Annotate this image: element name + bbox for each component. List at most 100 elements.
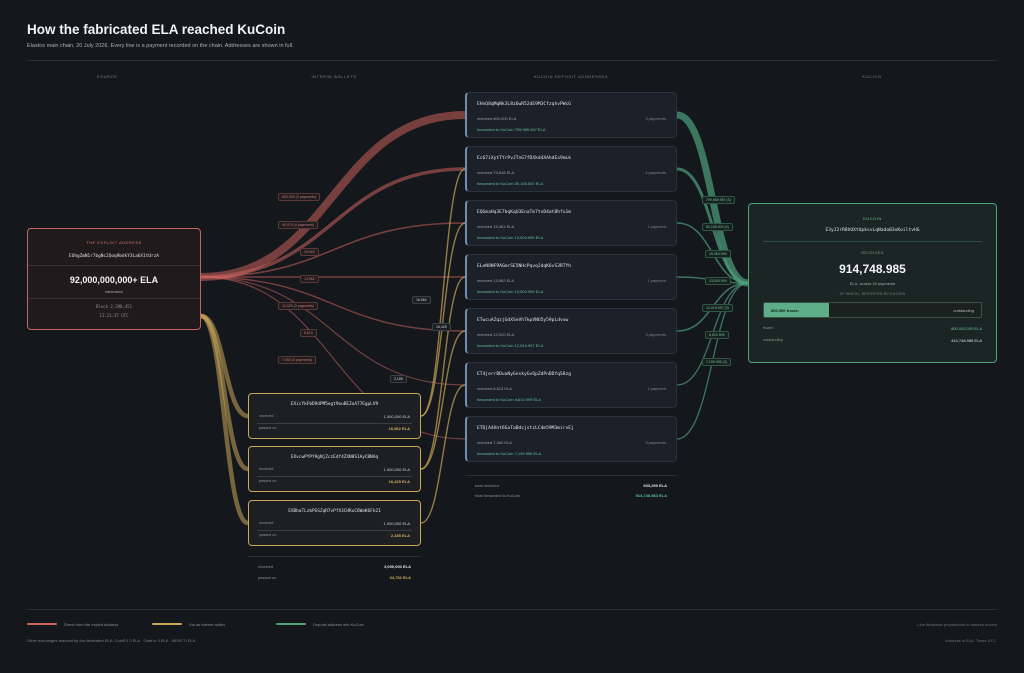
wallet-address: EXvcwPYPY9gNjZczEdf4ZXN8S1AyCBNAq (290, 455, 379, 460)
flow-label: 16,425 (432, 323, 451, 331)
frozen-label: 800,000 frozen (771, 308, 799, 313)
wallet-passed: 16,562 ELA (388, 426, 410, 431)
deposit-forwarded: forwarded to KuCoin 13,000.999 ELA (477, 289, 544, 294)
interim-wallet-card[interactable]: EXBbaTLzbPGSZqR7vPfX3CHRuC6WaK6Fh21 rece… (248, 500, 421, 546)
wallet-passed-label: passed on (259, 533, 277, 537)
wallet-received: 1,000,000 ELA (383, 467, 410, 472)
column-header-deposit: KUCOIN DEPOSIT ADDRESSES (533, 74, 609, 79)
deposit-card[interactable]: ETwcuAZqzjGdXSeVhTkpVNU5y59pLdvuw receiv… (465, 308, 677, 354)
deposit-total-forwarded-label: total forwarded to KuCoin (475, 493, 521, 498)
deposit-card[interactable]: ETDjA4Hnt6GaTaBdcjstzLC4m59M3mirvEj rece… (465, 416, 677, 462)
deposit-forwarded: forwarded to KuCoin 8,610.999 ELA (477, 397, 542, 402)
wallet-passed: 16,425 ELA (388, 479, 410, 484)
exploit-time: 11:21:37 UTC (99, 313, 129, 318)
wallet-total-passed-label: passed on (258, 575, 277, 580)
wallet-passed-label: passed on (259, 426, 277, 430)
deposit-payments: 1 payment (647, 224, 666, 229)
exploit-address-card[interactable]: THE EXPLOIT ADDRESS EUhgZmN1r7bgNc2Qoq9b… (27, 228, 201, 330)
deposit-address: ELeN8NF9AGmrSE5NHcPqvqJdqK6vS3RTYh (477, 264, 572, 269)
footer-units: Amounts in ELA. Times UTC. (944, 638, 997, 643)
wallet-received: 1,000,000 ELA (383, 521, 410, 526)
wallet-total-received-label: received (258, 564, 274, 569)
deposit-card[interactable]: EQGmaHq3E7bqKqU3EnaTm7tsD4atBhfu1m recei… (465, 200, 677, 246)
flow-wallet-to-deposit (420, 222, 466, 417)
kucoin-amount: 914,748.985 (839, 262, 906, 276)
interim-wallet-card[interactable]: EXicYkFbD9dPM5egt9ouBEZoA77EgpLV9 receiv… (248, 393, 421, 439)
kucoin-received-label: RECEIVED (861, 251, 884, 255)
flow-label: 80,165.000 (4) (702, 223, 733, 231)
wallet-received: 1,000,000 ELA (383, 414, 410, 419)
deposit-received: received 12,020 ELA (477, 332, 515, 337)
flow-wallet-to-deposit (420, 168, 466, 417)
footer-other-exchanges: Other exchanges reached by the fabricate… (27, 638, 196, 643)
column-header-interim: INTERIM WALLETS (311, 74, 357, 79)
deposit-received: received 7,060 ELA (477, 440, 512, 445)
column-header-kucoin: KUCOIN (862, 74, 882, 79)
wallet-address: EXicYkFbD9dPM5egt9ouBEZoA77EgpLV9 (290, 402, 379, 407)
wallet-address: EXBbaTLzbPGSZqR7vPfX3CHRuC6WaK6Fh21 (288, 509, 381, 514)
deposit-card[interactable]: EHnQ8qMqNk3L8z6wR52dE9M3CfzqhvPWcG recei… (465, 92, 677, 138)
wallet-received-label: received (259, 414, 274, 418)
deposit-forwarded: forwarded to KuCoin 799,989.987 ELA (477, 127, 546, 132)
deposit-forwarded: forwarded to KuCoin 12,019.997 ELA (477, 343, 544, 348)
flow-wallet-to-deposit (420, 384, 466, 524)
flow-exploit-to-deposit (200, 276, 466, 332)
wallet-total-received: 3,000,000 ELA (384, 564, 411, 569)
column-header-source: SOURCE (96, 74, 118, 79)
flow-exploit-to-wallet (198, 313, 251, 526)
deposit-total-forwarded: 914,748.983 ELA (635, 493, 667, 498)
wallet-passed: 2,185 ELA (390, 533, 410, 538)
wallet-passed-label: passed on (259, 479, 277, 483)
flow-exploit-to-deposit (200, 276, 466, 386)
deposit-address: ETwcuAZqzjGdXSeVhTkpVNU5y59pLdvuw (477, 318, 569, 323)
flow-label: 8,610.999 (705, 331, 729, 339)
kucoin-address: E3yJ2rR8hUXtUpksvLqNadoB3xKoiltvHG (825, 228, 920, 233)
flow-label: 16,562 (412, 296, 431, 304)
kucoin-row-value: 800,000,000 ELA (951, 326, 982, 331)
wallet-totals-divider (248, 556, 421, 557)
deposit-total-received-label: total received (475, 483, 499, 488)
kucoin-card[interactable]: KUCOIN E3yJ2rR8hUXtUpksvLqNadoB3xKoiltvH… (748, 203, 997, 363)
kucoin-row-label: frozen (763, 326, 774, 330)
wallet-divider (257, 476, 412, 477)
flow-wallet-to-deposit (420, 276, 466, 470)
deposit-payments: 3 payments (645, 332, 666, 337)
flow-label: 7,060 (3 payments) (278, 356, 317, 364)
flow-label: 800,000 (3 payments) (278, 193, 321, 201)
flow-exploit-to-deposit (200, 222, 466, 278)
flow-label: 12,019.997 (3) (702, 304, 733, 312)
legend-red-label: Direct from the exploit address (64, 622, 119, 627)
flow-label: 799,989.987 (3) (702, 196, 735, 204)
exploit-divider (28, 265, 200, 266)
kucoin-row-label: outstanding (763, 338, 783, 342)
deposit-received: received 15,963 ELA (477, 224, 515, 229)
outstanding-label: outstanding (953, 308, 974, 313)
deposit-payments: 1 payment (647, 278, 666, 283)
deposit-address: EHnQ8qMqNk3L8z6wR52dE9M3CfzqhvPWcG (477, 102, 572, 107)
flow-exploit-to-deposit (197, 111, 469, 281)
deposit-address: ETDjA4Hnt6GaTaBdcjstzLC4m59M3mirvEj (477, 426, 574, 431)
flow-label: 13,000.999 (705, 277, 731, 285)
flow-label: 15,963 (300, 248, 319, 256)
deposit-card[interactable]: ET4jerrBDuaNyGeskyGvQpZdPnDDYqS8zg recei… (465, 362, 677, 408)
deposit-address: Ec67iXytTYrPvJTnG7fDXkd4XAhdEx9mLk (477, 156, 572, 161)
legend-gold-label: Via an interim wallet (189, 622, 225, 627)
deposit-payments: 3 payments (645, 116, 666, 121)
exploit-block: Block 2,398,451 (95, 304, 133, 309)
flow-label: 10,020 (3 payments) (278, 302, 319, 310)
legend-swatch-gold (152, 623, 182, 625)
deposit-card[interactable]: ELeN8NF9AGmrSE5NHcPqvqJdqK6vS3RTYh recei… (465, 254, 677, 300)
deposit-forwarded: forwarded to KuCoin 7,199.996 ELA (477, 451, 542, 456)
deposit-received: received 13,962 ELA (477, 278, 515, 283)
deposit-payments: 3 payments (645, 440, 666, 445)
kucoin-reported: OF WHICH, REPORTED BY KUCOIN (839, 292, 906, 296)
deposit-payments: 1 payment (647, 386, 666, 391)
flow-label: 13,962 (300, 275, 319, 283)
legend-green-label: Deposit address into KuCoin (313, 622, 364, 627)
wallet-divider (257, 530, 412, 531)
kucoin-divider (763, 241, 982, 242)
deposit-received: received 800,000 ELA (477, 116, 517, 121)
deposit-card[interactable]: Ec67iXytTYrPvJTnG7fDXkd4XAhdEx9mLk recei… (465, 146, 677, 192)
interim-wallet-card[interactable]: EXvcwPYPY9gNjZczEdf4ZXN8S1AyCBNAq receiv… (248, 446, 421, 492)
deposit-totals-divider (465, 475, 677, 476)
